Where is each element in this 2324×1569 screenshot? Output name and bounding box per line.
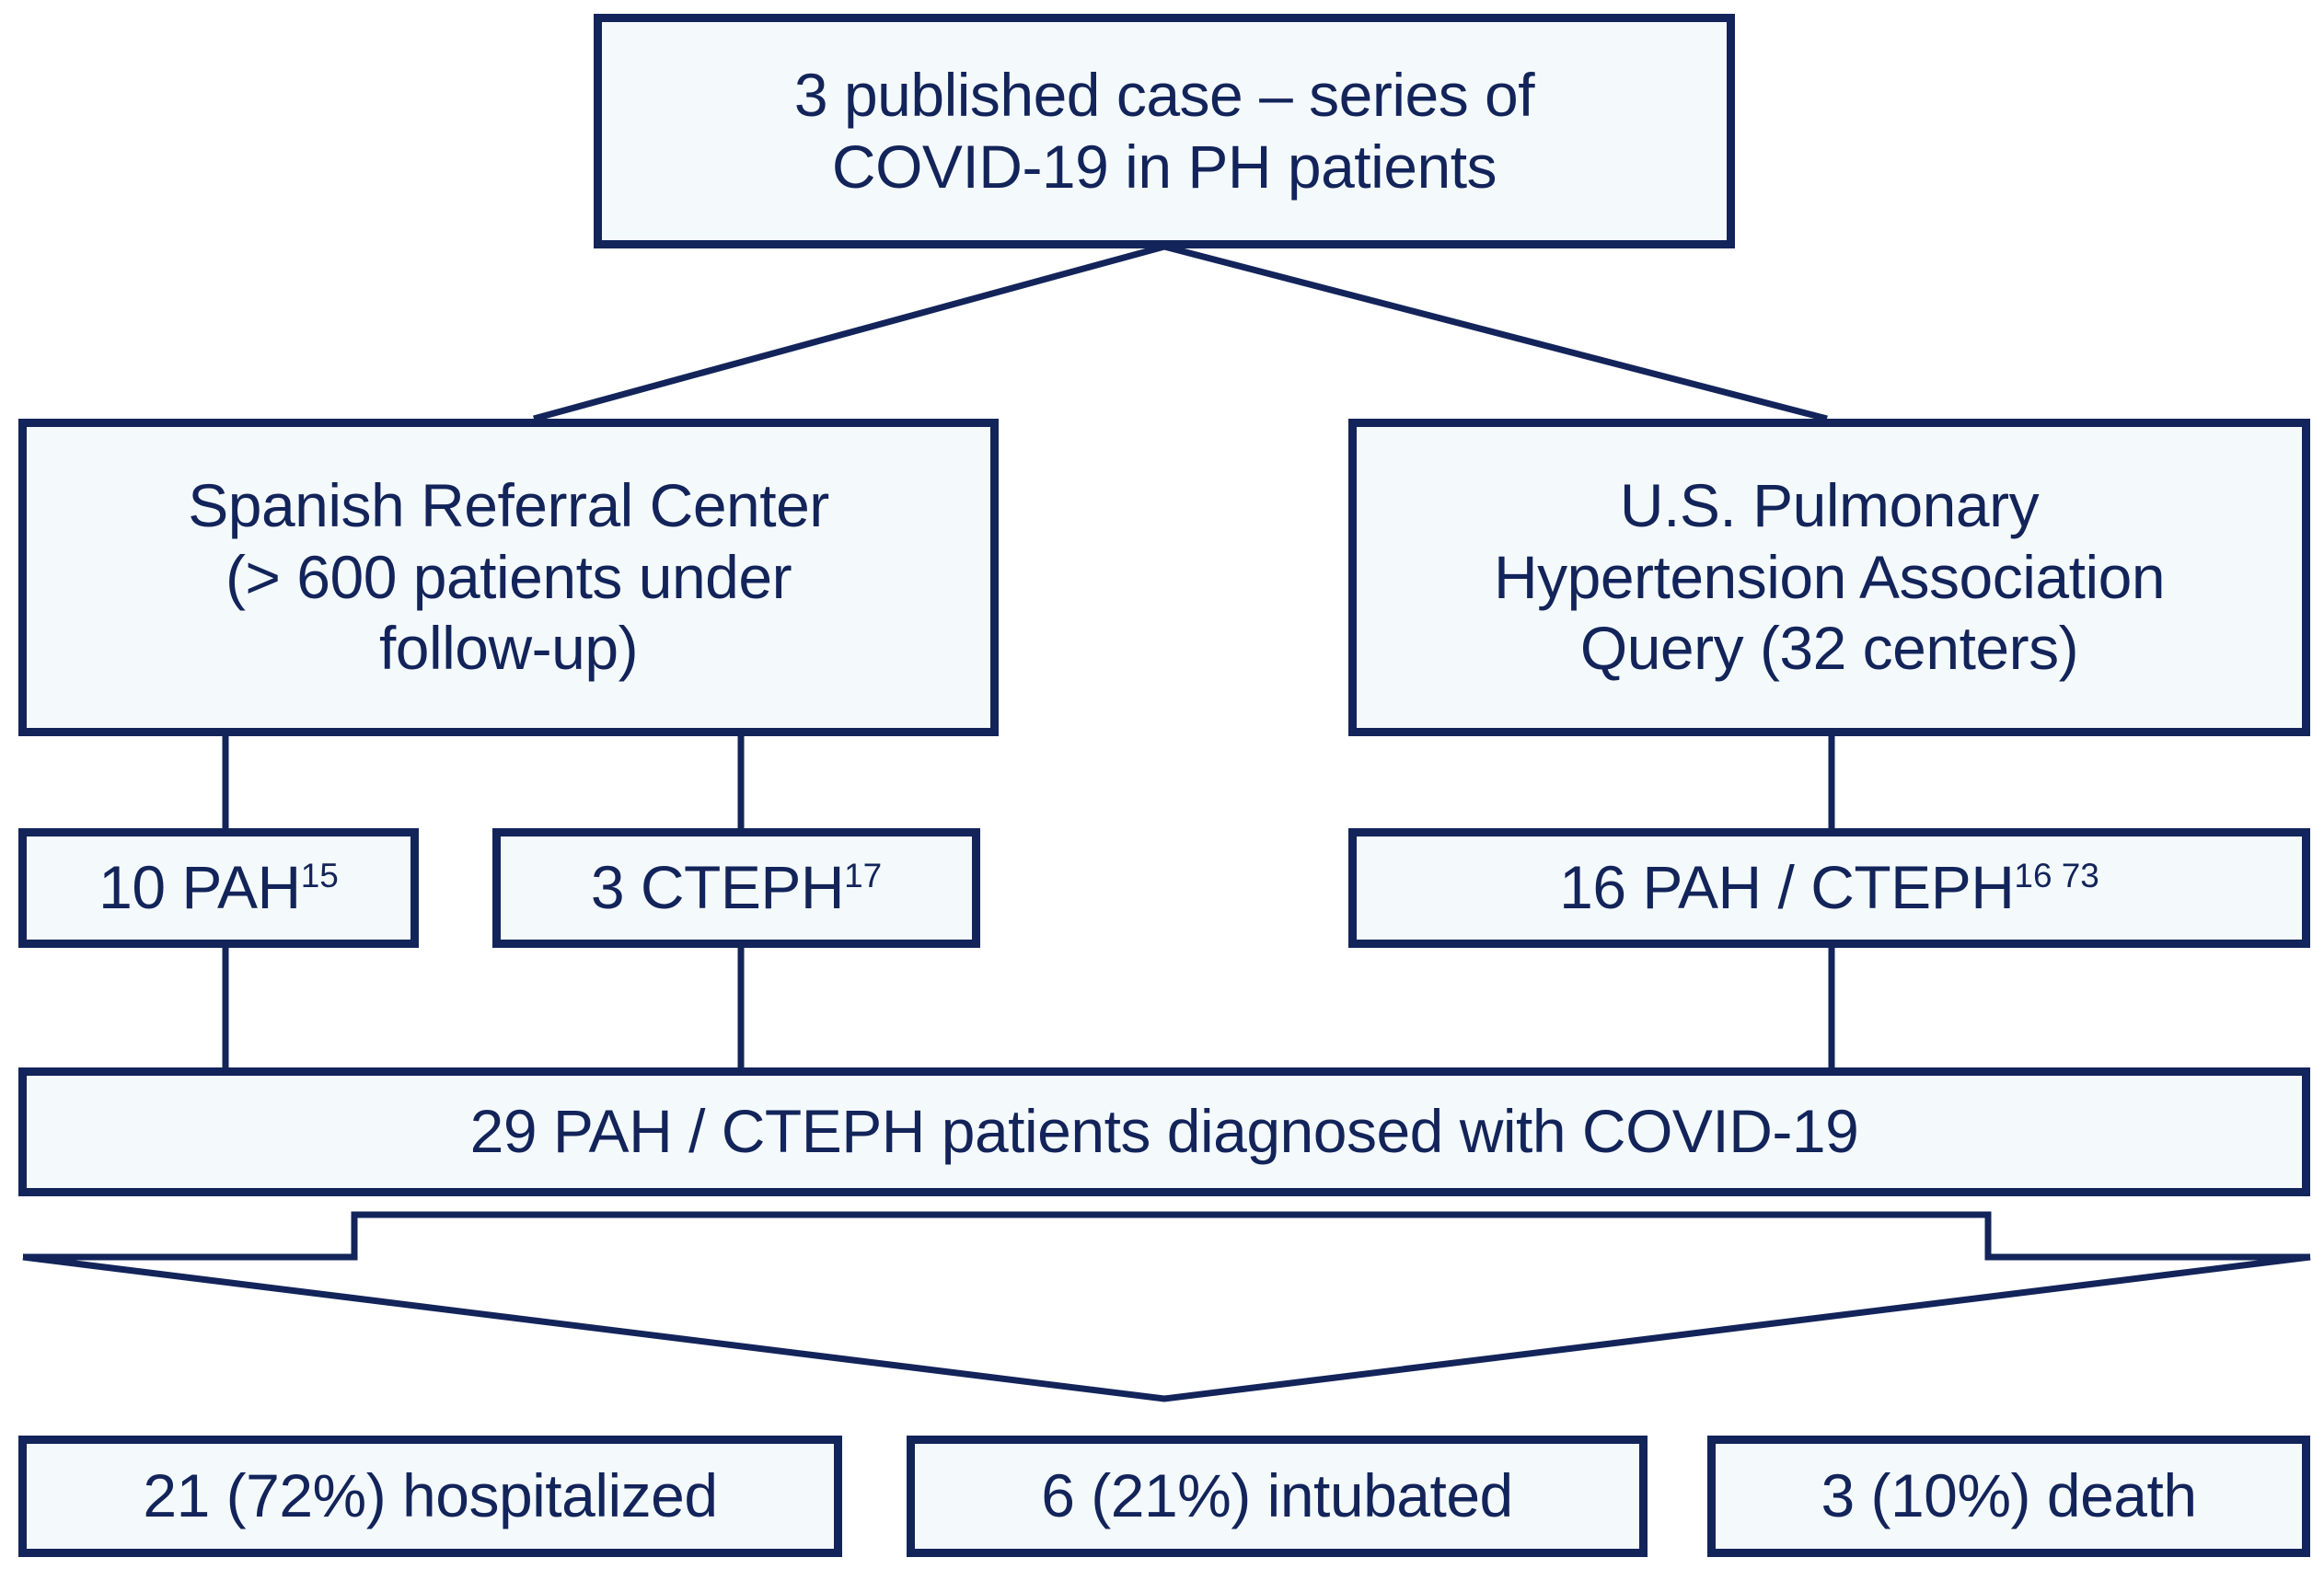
connector-top-to-uspha: [1163, 243, 1828, 422]
node-pah-cteph-16-text: 16 PAH / CTEPH: [1559, 853, 2015, 922]
node-spanish-referral-center-label: Spanish Referral Center (> 600 patients …: [188, 470, 829, 683]
node-cteph-3: 3 CTEPH17: [492, 828, 980, 948]
node-cteph-3-label: 3 CTEPH17: [574, 852, 898, 924]
node-pah-10-text: 10 PAH: [98, 853, 301, 922]
node-pah-cteph-16-reference: 16 73: [2014, 857, 2099, 895]
connector-top-to-spanish: [533, 243, 1165, 422]
node-published-case-series-label: 3 published case – series of COVID-19 in…: [793, 60, 1535, 201]
node-outcome-hospitalized: 21 (72%) hospitalized: [18, 1436, 842, 1557]
node-us-pha-query: U.S. Pulmonary Hypertension Association …: [1348, 419, 2310, 736]
node-pah-cteph-16-label: 16 PAH / CTEPH16 73: [1543, 852, 2116, 924]
funnel-connector: [22, 1211, 2311, 1402]
node-us-pha-query-label: U.S. Pulmonary Hypertension Association …: [1493, 470, 2166, 683]
node-spanish-referral-center: Spanish Referral Center (> 600 patients …: [18, 419, 999, 736]
node-outcome-death-label: 3 (10%) death: [1821, 1461, 2197, 1530]
node-cteph-3-text: 3 CTEPH: [590, 853, 845, 922]
node-published-case-series: 3 published case – series of COVID-19 in…: [594, 14, 1735, 248]
node-total-patients: 29 PAH / CTEPH patients diagnosed with C…: [18, 1067, 2310, 1196]
node-outcome-intubated-label: 6 (21%) intubated: [1041, 1461, 1513, 1530]
node-pah-10-label: 10 PAH15: [82, 852, 355, 924]
node-pah-cteph-16: 16 PAH / CTEPH16 73: [1348, 828, 2310, 948]
node-outcome-intubated: 6 (21%) intubated: [907, 1436, 1648, 1557]
node-pah-10: 10 PAH15: [18, 828, 419, 948]
node-outcome-death: 3 (10%) death: [1707, 1436, 2310, 1557]
node-pah-10-reference: 15: [300, 857, 339, 895]
node-outcome-hospitalized-label: 21 (72%) hospitalized: [143, 1461, 718, 1530]
node-total-patients-label: 29 PAH / CTEPH patients diagnosed with C…: [469, 1097, 1859, 1166]
node-cteph-3-reference: 17: [844, 857, 883, 895]
